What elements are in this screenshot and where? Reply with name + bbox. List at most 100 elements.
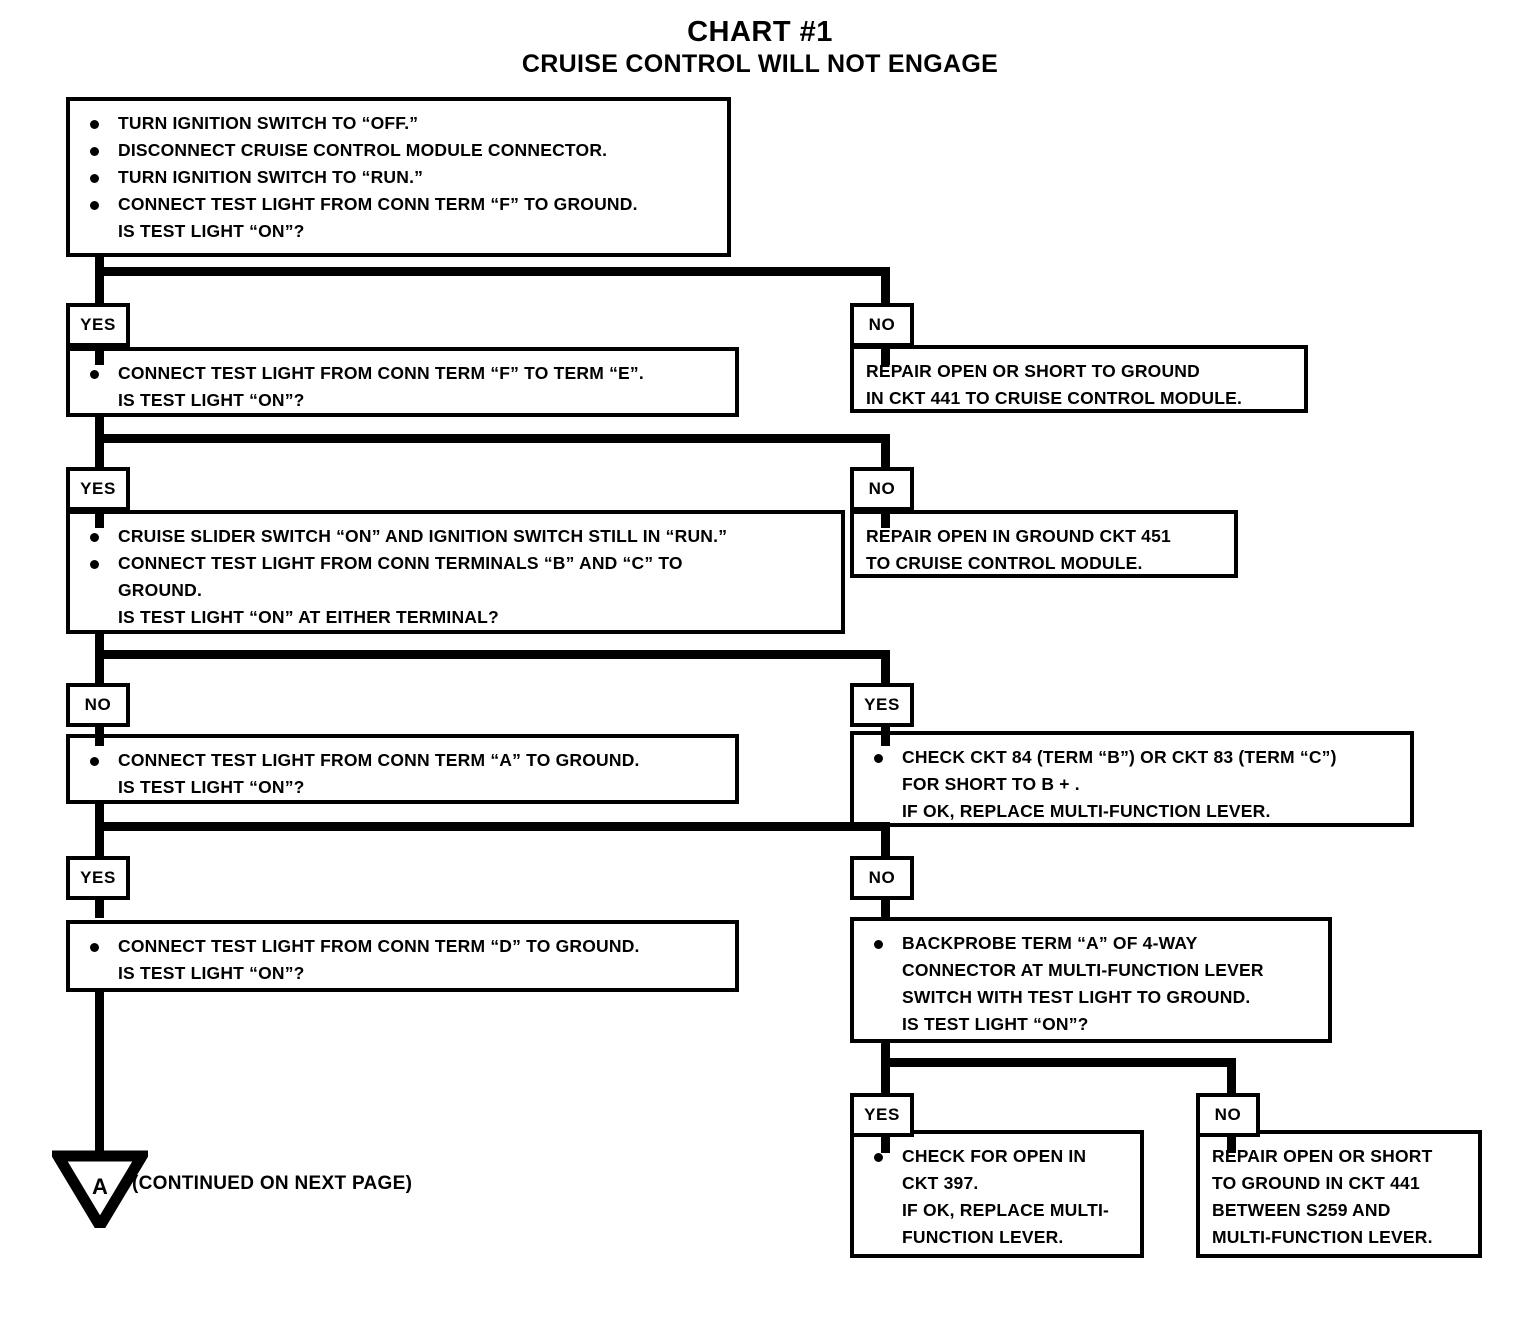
step-box-step1: TURN IGNITION SWITCH TO “OFF.” DISCONNEC… xyxy=(66,97,731,257)
connector-step2-no-down xyxy=(881,434,890,472)
bullet-dot xyxy=(874,1153,883,1162)
branch-tag-no-1[interactable]: NO xyxy=(850,303,914,347)
continuation-label: (CONTINUED ON NEXT PAGE) xyxy=(132,1173,413,1194)
connector-step3-yes-down xyxy=(881,650,890,688)
connector-step6-no-down xyxy=(1227,1058,1236,1098)
connector-step3-down xyxy=(95,632,104,692)
step-line: IS TEST LIGHT “ON” AT EITHER TERMINAL? xyxy=(118,607,499,627)
action-line: FUNCTION LEVER. xyxy=(902,1227,1064,1247)
action-box-fix1: REPAIR OPEN OR SHORT TO GROUND IN CKT 44… xyxy=(850,345,1308,413)
connector-step6-branch xyxy=(881,1058,1236,1067)
bullet-line: CONNECT TEST LIGHT FROM CONN TERM “A” TO… xyxy=(82,747,725,801)
bullet-dot xyxy=(90,370,99,379)
step-line: CONNECT TEST LIGHT FROM CONN TERM “A” TO… xyxy=(118,750,640,770)
step-line: DISCONNECT CRUISE CONTROL MODULE CONNECT… xyxy=(118,140,608,160)
branch-tag-no-4[interactable]: NO xyxy=(850,856,914,900)
step-line: CRUISE SLIDER SWITCH “ON” AND IGNITION S… xyxy=(118,526,728,546)
branch-tag-yes-6[interactable]: YES xyxy=(850,1093,914,1137)
step-line: SWITCH WITH TEST LIGHT TO GROUND. xyxy=(902,987,1251,1007)
branch-tag-yes-2[interactable]: YES xyxy=(66,467,130,511)
connector-step4-no-down xyxy=(881,822,890,860)
action-line: FOR SHORT TO B + . xyxy=(902,774,1080,794)
step-line: TURN IGNITION SWITCH TO “RUN.” xyxy=(118,167,424,187)
connector-yes6-down xyxy=(881,1135,890,1153)
connector-step4-branch xyxy=(95,822,890,831)
step-line: TURN IGNITION SWITCH TO “OFF.” xyxy=(118,113,419,133)
bullet-line: CONNECT TEST LIGHT FROM CONN TERM “D” TO… xyxy=(82,933,725,987)
step-line: CONNECT TEST LIGHT FROM CONN TERM “F” TO… xyxy=(118,363,644,383)
bullet-dot xyxy=(90,201,99,210)
step-line: GROUND. xyxy=(118,580,203,600)
bullet-dot xyxy=(90,757,99,766)
step-line: BACKPROBE TERM “A” OF 4-WAY xyxy=(902,933,1198,953)
bullet-line: CHECK CKT 84 (TERM “B”) OR CKT 83 (TERM … xyxy=(866,744,1400,825)
action-line: CHECK CKT 84 (TERM “B”) OR CKT 83 (TERM … xyxy=(902,747,1337,767)
action-line: REPAIR OPEN IN GROUND CKT 451 xyxy=(866,526,1171,546)
branch-tag-yes-1[interactable]: YES xyxy=(66,303,130,347)
action-line: TO GROUND IN CKT 441 xyxy=(1212,1173,1420,1193)
action-line: BETWEEN S259 AND xyxy=(1212,1200,1391,1220)
bullet-dot xyxy=(90,174,99,183)
bullet-line: CONNECT TEST LIGHT FROM CONN TERMINALS “… xyxy=(82,550,831,631)
action-line: REPAIR OPEN OR SHORT xyxy=(1212,1146,1433,1166)
connector-step5-down xyxy=(95,992,104,1157)
step-line: IS TEST LIGHT “ON”? xyxy=(118,963,305,983)
action-box-fix3: CHECK CKT 84 (TERM “B”) OR CKT 83 (TERM … xyxy=(850,731,1414,827)
action-box-fix4: CHECK FOR OPEN IN CKT 397. IF OK, REPLAC… xyxy=(850,1130,1144,1258)
step-line: IS TEST LIGHT “ON”? xyxy=(902,1014,1089,1034)
bullet-line: TURN IGNITION SWITCH TO “RUN.” xyxy=(82,164,717,191)
step-line: CONNECT TEST LIGHT FROM CONN TERM “D” TO… xyxy=(118,936,640,956)
action-line: CKT 397. xyxy=(902,1173,979,1193)
bullet-dot xyxy=(90,560,99,569)
connector-yes2-down xyxy=(95,510,104,528)
step-box-step4: CONNECT TEST LIGHT FROM CONN TERM “A” TO… xyxy=(66,734,739,804)
continuation-marker-letter: A xyxy=(92,1174,108,1199)
connector-step6-down xyxy=(881,1042,890,1098)
branch-tag-no-3[interactable]: NO xyxy=(66,683,130,727)
branch-tag-no-6[interactable]: NO xyxy=(1196,1093,1260,1137)
connector-yes4-down xyxy=(95,898,104,918)
bullet-dot xyxy=(874,754,883,763)
action-line: MULTI-FUNCTION LEVER. xyxy=(1212,1227,1433,1247)
page-title: CHART #1 xyxy=(687,16,833,48)
bullet-line: CONNECT TEST LIGHT FROM CONN TERM “F” TO… xyxy=(82,191,717,245)
action-line: IF OK, REPLACE MULTI-FUNCTION LEVER. xyxy=(902,801,1271,821)
action-line: TO CRUISE CONTROL MODULE. xyxy=(866,553,1143,573)
connector-no1-down xyxy=(881,345,890,365)
step-line: CONNECT TEST LIGHT FROM CONN TERM “F” TO… xyxy=(118,194,638,214)
connector-step2-branch xyxy=(95,434,890,443)
branch-tag-yes-4[interactable]: YES xyxy=(66,856,130,900)
action-box-fix2: REPAIR OPEN IN GROUND CKT 451 TO CRUISE … xyxy=(850,510,1238,578)
connector-no2-down xyxy=(881,510,890,528)
bullet-line: CRUISE SLIDER SWITCH “ON” AND IGNITION S… xyxy=(82,523,831,550)
connector-step4-down xyxy=(95,802,104,860)
bullet-dot xyxy=(90,120,99,129)
page-subtitle: CRUISE CONTROL WILL NOT ENGAGE xyxy=(521,50,999,78)
action-line: CHECK FOR OPEN IN xyxy=(902,1146,1087,1166)
connector-step3-branch xyxy=(95,650,890,659)
step-box-step2: CONNECT TEST LIGHT FROM CONN TERM “F” TO… xyxy=(66,347,739,417)
step-line: IS TEST LIGHT “ON”? xyxy=(118,777,305,797)
branch-tag-yes-3[interactable]: YES xyxy=(850,683,914,727)
action-line: IN CKT 441 TO CRUISE CONTROL MODULE. xyxy=(866,388,1243,408)
step-line: CONNECT TEST LIGHT FROM CONN TERMINALS “… xyxy=(118,553,683,573)
connector-yes3-down xyxy=(881,726,890,746)
connector-step1-down xyxy=(95,256,104,306)
connector-no6-down xyxy=(1227,1135,1236,1153)
step-box-step3: CRUISE SLIDER SWITCH “ON” AND IGNITION S… xyxy=(66,510,845,634)
step-line: IS TEST LIGHT “ON”? xyxy=(118,221,305,241)
bullet-dot xyxy=(90,147,99,156)
connector-yes1-down xyxy=(95,345,104,365)
bullet-dot xyxy=(90,943,99,952)
step-line: IS TEST LIGHT “ON”? xyxy=(118,390,305,410)
action-line: REPAIR OPEN OR SHORT TO GROUND xyxy=(866,361,1200,381)
bullet-dot xyxy=(874,940,883,949)
bullet-line: CONNECT TEST LIGHT FROM CONN TERM “F” TO… xyxy=(82,360,725,414)
branch-tag-no-2[interactable]: NO xyxy=(850,467,914,511)
action-box-fix5: REPAIR OPEN OR SHORT TO GROUND IN CKT 44… xyxy=(1196,1130,1482,1258)
bullet-line: DISCONNECT CRUISE CONTROL MODULE CONNECT… xyxy=(82,137,717,164)
connector-step1-branch xyxy=(95,267,890,276)
connector-no4-down xyxy=(881,898,890,918)
connector-step1-no-down xyxy=(881,267,890,307)
